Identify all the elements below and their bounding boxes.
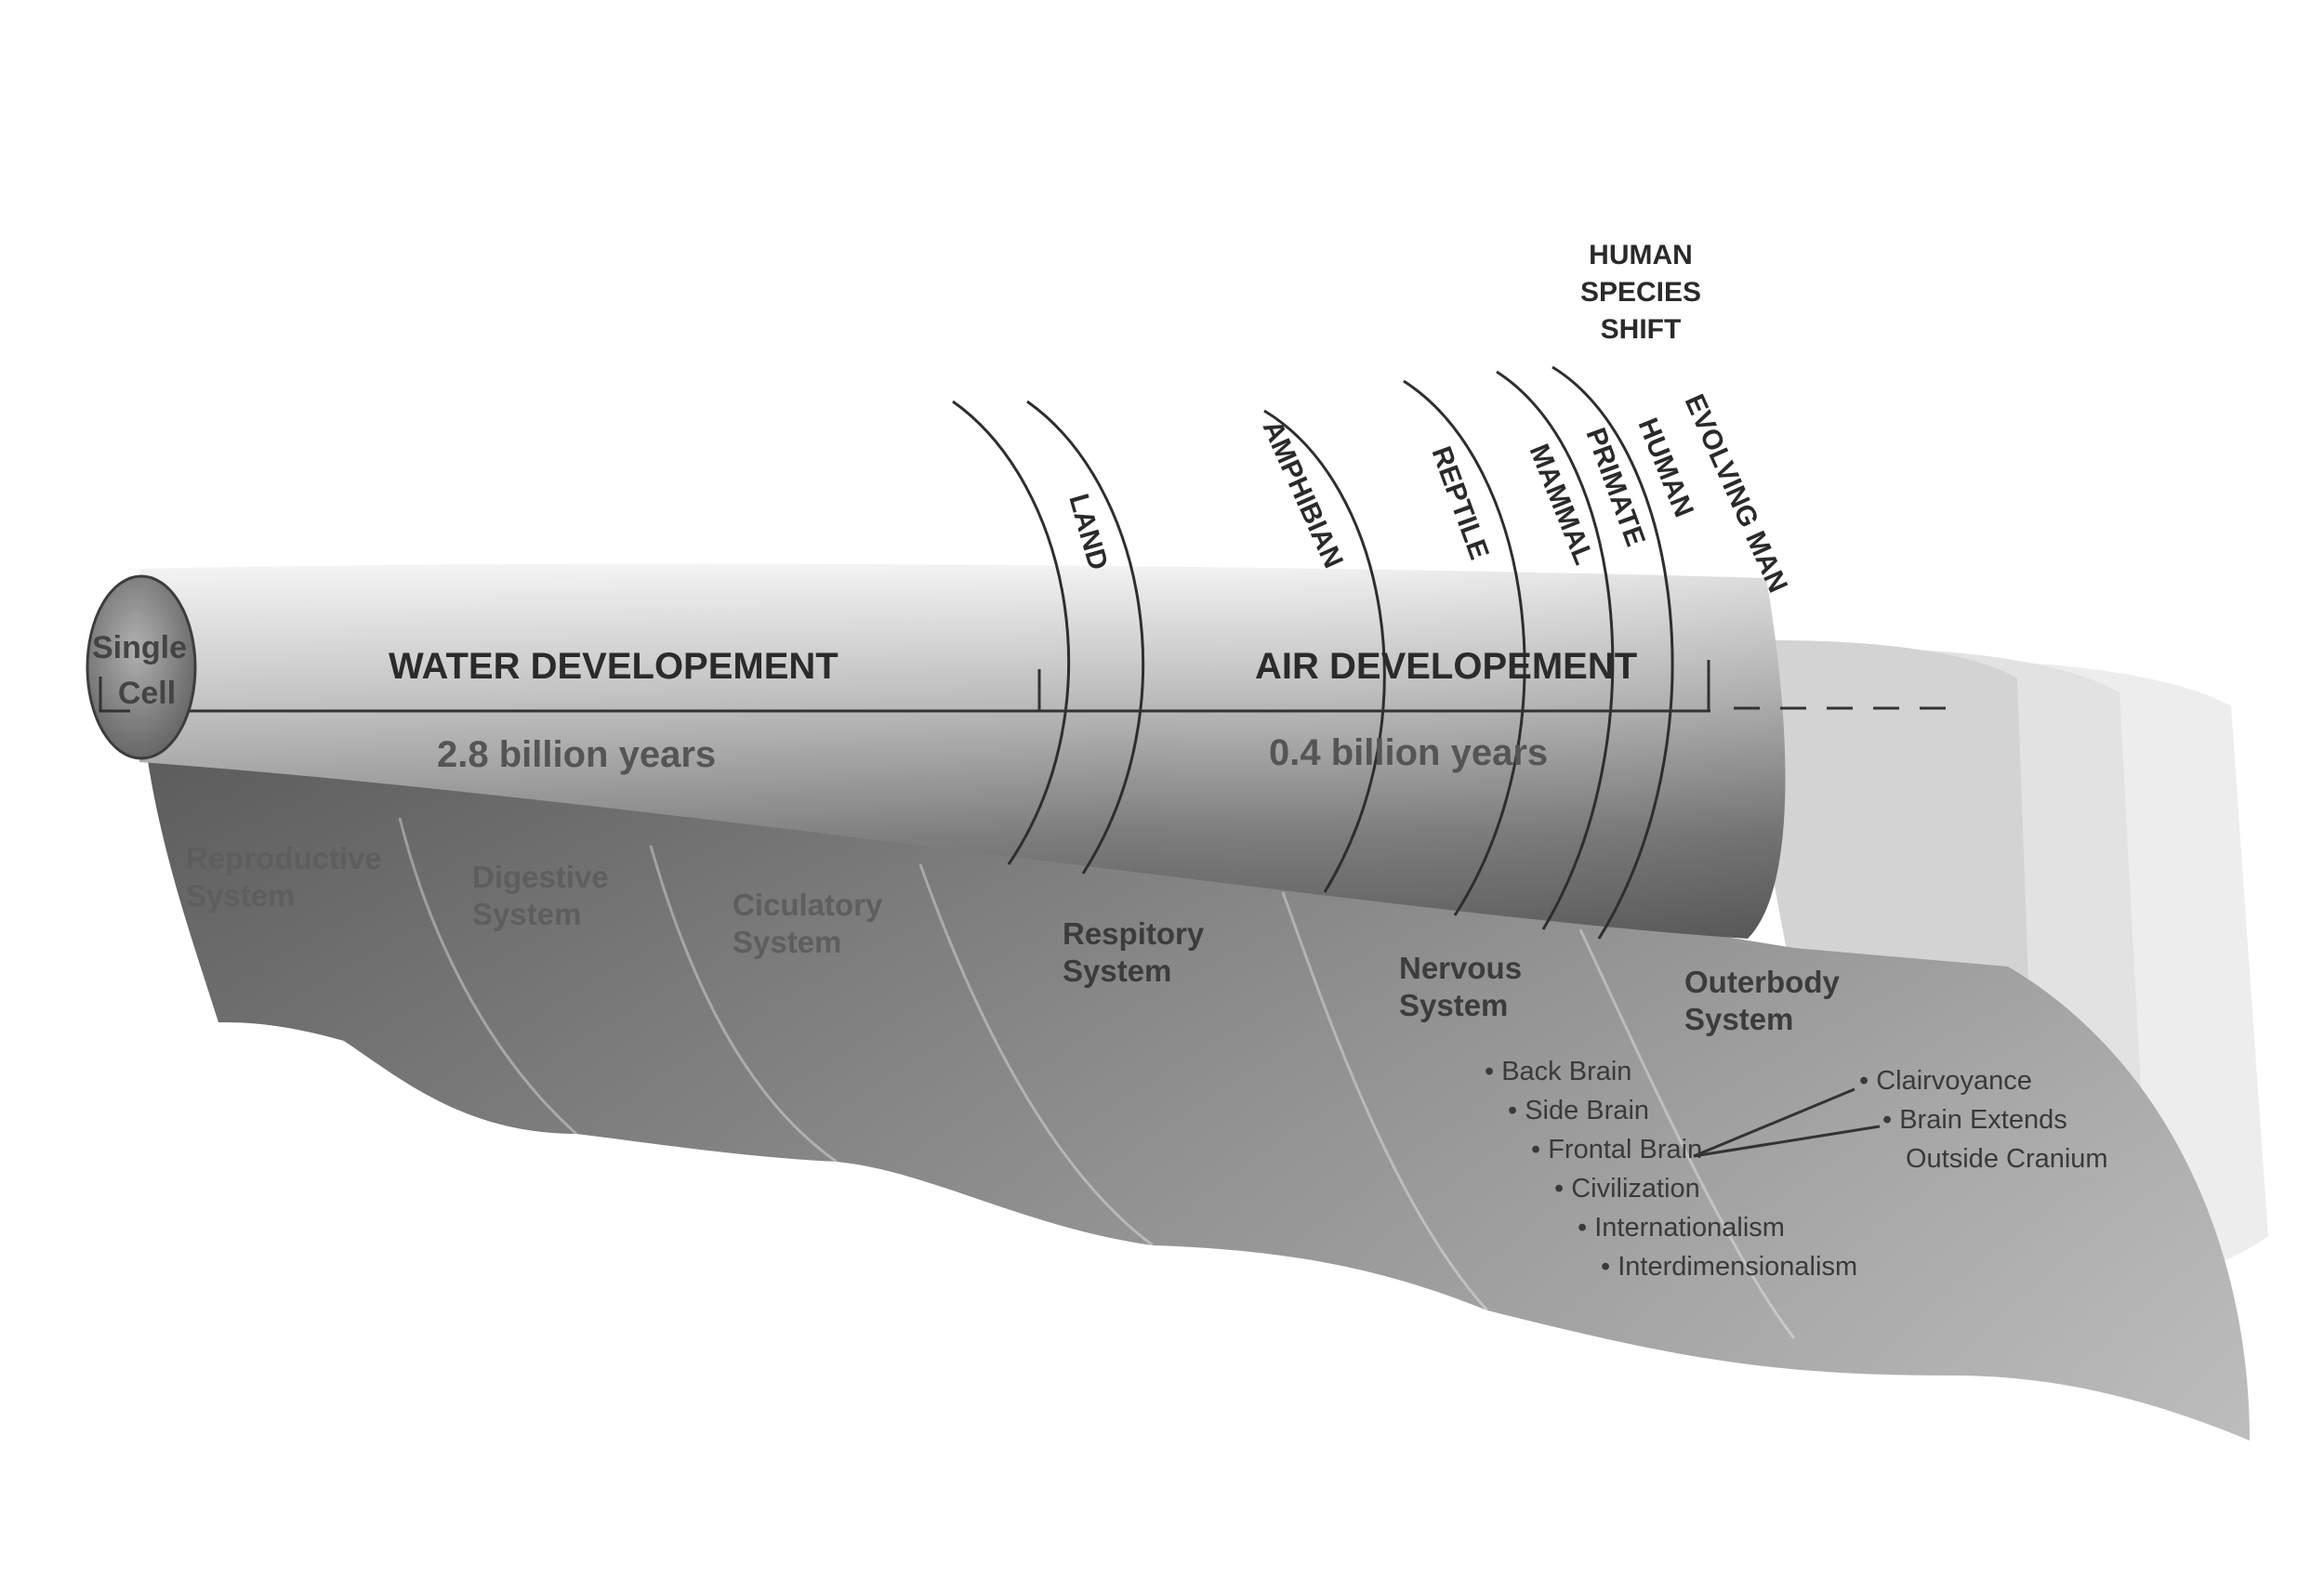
evolution-tube [139,563,1786,939]
stage-label-evolving-man: EVOLVING MAN [1679,389,1793,597]
list-item: • Back Brain [1485,1057,1631,1086]
system-nervous-line1: Nervous [1399,951,1522,985]
system-circulatory-line2: System [733,925,841,959]
single-cell-label-line1: Single [92,630,187,665]
phase-water-label: WATER DEVELOPEMENT [389,646,838,687]
time-axis [102,660,1961,713]
system-nervous-line2: System [1399,988,1508,1022]
shift-label-line1: HUMAN [1589,240,1693,270]
single-cell: Single Cell [86,574,197,760]
nervous-system-list: • Back Brain • Side Brain • Frontal Brai… [1485,1057,1857,1282]
list-item: • Internationalism [1578,1213,1785,1243]
list-item: • Frontal Brain [1531,1135,1702,1165]
shift-label-line3: SHIFT [1601,314,1682,345]
systems-ribbon [139,683,2250,1441]
list-item: • Clairvoyance [1859,1066,2032,1096]
outerbody-system-list: • Clairvoyance • Brain Extends Outside C… [1859,1066,2108,1174]
phase-air-label: AIR DEVELOPEMENT [1255,646,1637,687]
system-digestive-line2: System [472,897,581,931]
system-circulatory-line1: Ciculatory [733,888,883,922]
system-respiratory-line2: System [1063,954,1171,988]
list-item: • Side Brain [1508,1096,1649,1125]
stage-arcs [952,365,1674,940]
frontal-brain-connectors [1693,1087,1881,1158]
list-item: • Civilization [1554,1174,1700,1204]
stage-label-amphibian: AMPHIBIAN [1257,415,1349,572]
system-respiratory-line1: Respitory [1063,916,1205,951]
system-reproductive-line2: System [186,878,295,913]
human-species-shift: HUMAN SPECIES SHIFT [1580,240,1701,345]
system-digestive-line1: Digestive [472,860,609,894]
stage-label-human: HUMAN [1632,414,1699,521]
system-outerbody-line2: System [1684,1002,1793,1036]
list-item: • Interdimensionalism [1601,1252,1857,1282]
duration-air-label: 0.4 billion years [1269,732,1548,773]
shift-label-line2: SPECIES [1580,277,1701,308]
list-item: • Brain Extends [1882,1105,2067,1135]
system-outerbody-line1: Outerbody [1684,965,1840,999]
system-reproductive-line1: Reproductive [186,841,382,875]
single-cell-label-line2: Cell [118,676,176,711]
system-labels: Reproductive System Digestive System Cic… [186,841,1840,1036]
duration-water-label: 2.8 billion years [437,734,716,775]
stage-label-reptile: REPTILE [1425,442,1494,563]
stage-label-land: LAND [1063,491,1114,573]
stage-labels: LAND AMPHIBIAN REPTILE MAMMAL PRIMATE HU… [1063,389,1793,597]
list-item: Outside Cranium [1906,1144,2108,1174]
